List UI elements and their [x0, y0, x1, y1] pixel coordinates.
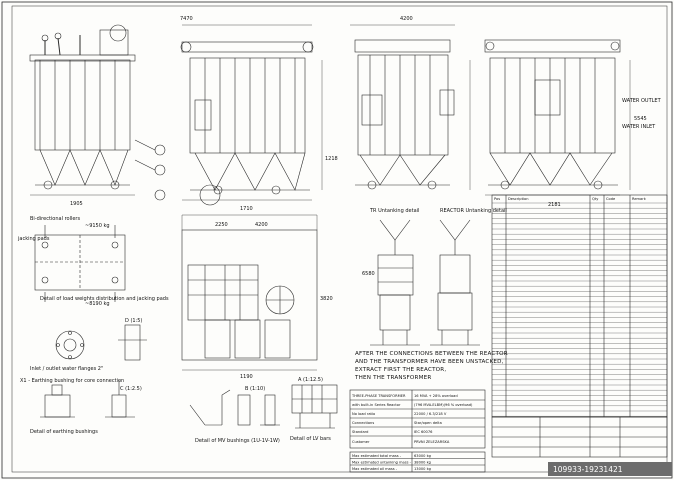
rear-elevation-view-4: [484, 39, 631, 196]
dim-3820: 3820: [320, 296, 333, 302]
sheet-inner-frame: [11, 5, 668, 473]
water-flange-detail: [55, 324, 147, 361]
parts-header-pos: Pos: [494, 197, 500, 201]
load-weights-detail: [34, 225, 126, 302]
caption-reactor-untanking: REACTOR Untanking detail: [440, 208, 507, 214]
dim-6580: 6580: [362, 271, 375, 277]
caption-water-flanges: Inlet / outlet water flanges 2": [30, 366, 103, 372]
caption-earthing: Detail of earthing bushings: [30, 429, 98, 435]
spec-1-key: with built-in Series Reactor: [352, 403, 401, 407]
dim-2250: 2250: [215, 222, 228, 228]
reference-stamp-text: 109933-19231421: [553, 465, 623, 474]
weight-oil-value: 13000 kg: [414, 467, 431, 471]
spec-table: [349, 389, 486, 449]
dim-4200-top: 4200: [400, 16, 413, 22]
parts-list-table: [491, 194, 668, 418]
caption-mv-bushings: Detail of MV bushings (1U-1V-1W): [195, 438, 280, 444]
dim-7470: 7470: [180, 16, 193, 22]
spec-5-value: PRVNI ZELEZARSKA: [414, 440, 450, 444]
parts-header-code: Code: [606, 197, 616, 201]
parts-header-desc: Description: [508, 197, 528, 201]
dim-1710: 1710: [240, 206, 253, 212]
spec-4-value: IEC 60076: [414, 430, 433, 434]
label-view-d: D (1:5): [125, 318, 142, 324]
spec-4-key: Standard: [352, 430, 368, 434]
weight-total-key: Max estimated total mass -: [352, 454, 402, 458]
weight-8190: ~8190 kg: [85, 301, 110, 307]
dim-1905: 1905: [70, 201, 83, 207]
front-elevation-view-1: [29, 24, 136, 196]
earthing-bushing-detail: [40, 380, 135, 418]
label-view-c: C (1:2.5): [120, 386, 142, 392]
dim-1218: 1218: [325, 156, 338, 162]
label-view-b: B (1:10): [245, 386, 265, 392]
jacking-pads-label: jacking pads: [17, 236, 50, 242]
spec-0-key: THREE-PHASE TRANSFORMER: [351, 394, 406, 398]
untanking-note-line-1: AFTER THE CONNECTIONS BETWEEN THE REACTO…: [355, 351, 508, 357]
untanking-note-line-4: THEN THE TRANSFORMER: [354, 375, 431, 381]
mv-bushing-detail: [189, 389, 280, 426]
reactor-untanking-view: [430, 219, 480, 346]
spec-2-key: No load ratio: [352, 412, 375, 416]
caption-tr-untanking: TR Untanking detail: [369, 208, 419, 214]
water-inlet-label: WATER INLET: [622, 124, 656, 130]
weight-total-value: 63000 kg: [414, 454, 431, 458]
weights-table: [349, 451, 486, 473]
side-elevation-view-2: [180, 24, 323, 201]
plan-view: [181, 214, 318, 371]
parts-header-qty: Qty: [592, 197, 599, 201]
dim-4200-plan: 4200: [255, 222, 268, 228]
spec-3-key: Connections: [352, 421, 374, 425]
spec-5-key: Customer: [352, 440, 370, 444]
callout-details: [134, 139, 221, 206]
dim-5545: 5545: [634, 116, 647, 122]
weight-untanking-key: Max estimated untanking mass -: [352, 461, 412, 465]
view-a-lv-bars: [291, 384, 338, 429]
untanking-note-line-3: EXTRACT FIRST THE REACTOR,: [355, 367, 446, 373]
caption-load-weights: Detail of load weights distribution and …: [40, 296, 169, 302]
side-elevation-view-3: [350, 24, 471, 190]
spec-1-value: (796 MVA-ELBM)(96 % overload): [414, 403, 473, 407]
dim-2181: 2181: [548, 202, 561, 208]
tr-untanking-view: [370, 219, 420, 346]
spec-0-value: 16 MVA + 28% overload: [414, 394, 458, 398]
title-block: [491, 416, 668, 458]
weight-untanking-value: 38000 kg: [414, 461, 431, 465]
caption-lv-bars: Detail of LV bars: [290, 436, 331, 442]
spec-3-value: Star/open delta: [414, 421, 442, 425]
weight-oil-key: Max estimated oil mass -: [352, 467, 398, 471]
spec-2-value: 22000 / 6.3/218 V: [414, 412, 447, 416]
dim-1190: 1190: [240, 374, 253, 380]
earthing-note: X1 - Earthing bushing for core connectio…: [20, 378, 124, 384]
rollers-label: Bi-directional rollers: [30, 216, 80, 222]
parts-header-remark: Remark: [632, 197, 647, 201]
weight-9150: ~9150 kg: [85, 223, 110, 229]
water-outlet-label: WATER OUTLET: [622, 98, 662, 104]
reference-stamp-box: [548, 462, 672, 476]
label-view-a: A (1:12.5): [298, 377, 323, 383]
untanking-note-line-2: AND THE TRANSFORMER HAVE BEEN UNSTACKED,: [355, 359, 504, 365]
